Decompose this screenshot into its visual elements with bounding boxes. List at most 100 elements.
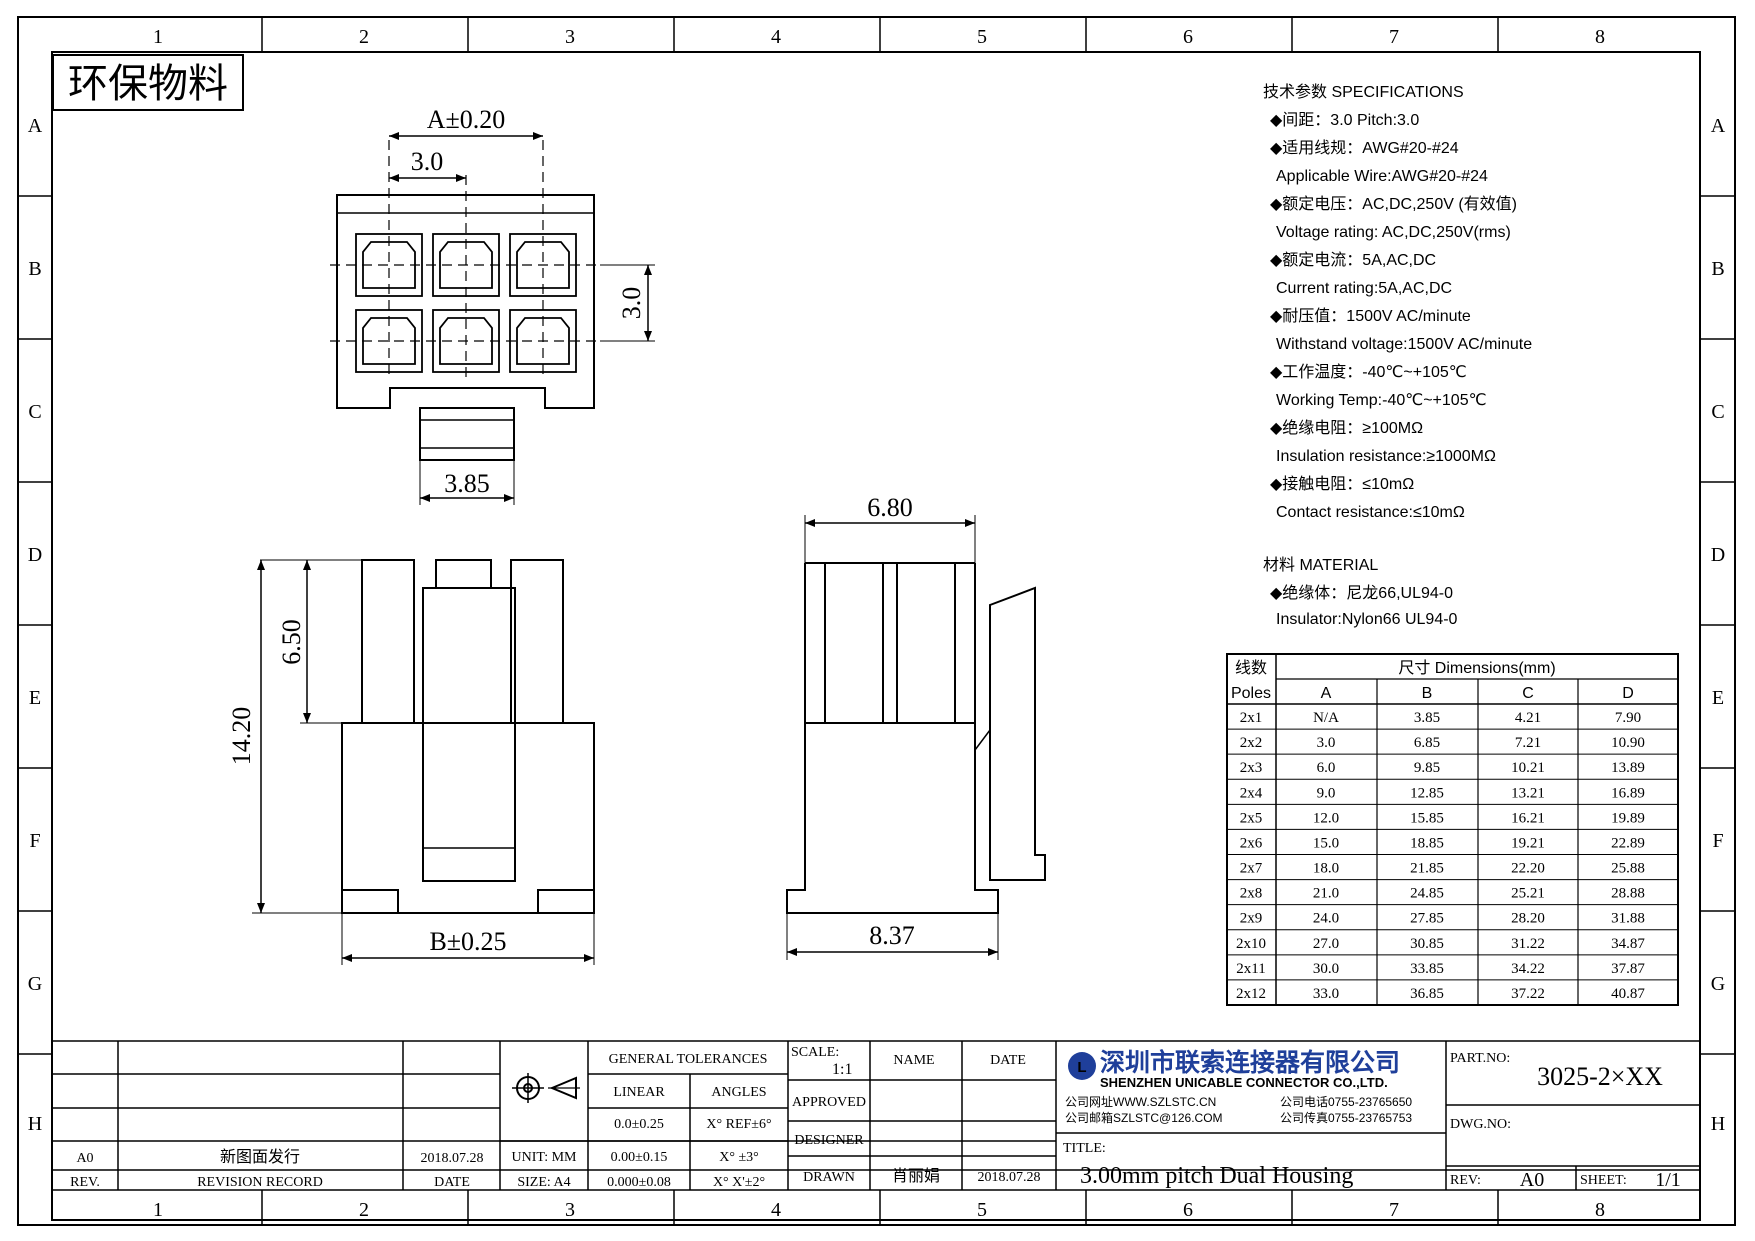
zone-row-f-left: F <box>29 830 40 852</box>
table-cell: 15.85 <box>1410 810 1444 826</box>
zone-row-a-left: A <box>28 115 43 137</box>
table-cell: 21.85 <box>1410 861 1444 877</box>
table-cell: 16.89 <box>1611 785 1645 801</box>
dim-837: 8.37 <box>869 921 915 950</box>
drawn-label: DRAWN <box>803 1170 855 1185</box>
angle-value: X° X'±2° <box>713 1175 765 1190</box>
zone-col-3-top: 3 <box>565 26 575 48</box>
table-row-poles: 2x1 <box>1240 710 1263 726</box>
zone-row-e-right: E <box>1712 687 1724 709</box>
zone-col-5-bottom: 5 <box>977 1199 987 1221</box>
spec-line: ◆绝缘电阻：≥100MΩ <box>1270 419 1423 437</box>
table-cell: 31.88 <box>1611 911 1645 927</box>
table-cell: 30.85 <box>1410 936 1444 952</box>
table-col-header-d: D <box>1622 685 1634 702</box>
spec-heading: 技术参数 SPECIFICATIONS <box>1263 83 1464 101</box>
table-cell: 7.90 <box>1615 710 1641 726</box>
rev-header-rev: REV. <box>70 1175 100 1190</box>
table-row-poles: 2x8 <box>1240 886 1263 902</box>
table-row-poles: 2x4 <box>1240 785 1263 801</box>
spec-line: Withstand voltage:1500V AC/minute <box>1276 336 1532 353</box>
spec-line: ◆额定电压：AC,DC,250V (有效值) <box>1270 195 1517 213</box>
company-fax: 公司传真0755-23765753 <box>1280 1110 1412 1125</box>
zone-row-f-right: F <box>1712 830 1723 852</box>
zone-row-h-left: H <box>28 1113 42 1135</box>
zone-row-a-right: A <box>1711 115 1726 137</box>
sheet-value: 1/1 <box>1655 1169 1681 1191</box>
table-cell: 19.89 <box>1611 810 1645 826</box>
table-cell: 16.21 <box>1511 810 1545 826</box>
table-cell: 27.85 <box>1410 911 1444 927</box>
table-row-poles: 2x10 <box>1236 936 1266 952</box>
table-cell: 18.85 <box>1410 835 1444 851</box>
rev-row-date: 2018.07.28 <box>421 1151 484 1166</box>
zone-col-8-bottom: 8 <box>1595 1199 1605 1221</box>
zone-row-e-left: E <box>29 687 41 709</box>
company-name-en: SHENZHEN UNICABLE CONNECTOR CO.,LTD. <box>1100 1075 1388 1090</box>
table-cell: 34.22 <box>1511 961 1545 977</box>
side-view-left: 6.50 14.20 B±0.25 <box>227 559 595 965</box>
table-row-poles: 2x2 <box>1240 735 1263 751</box>
spec-line: ◆工作温度：-40℃~+105℃ <box>1270 363 1467 381</box>
table-col-header-c: C <box>1522 685 1534 702</box>
table-cell: 34.87 <box>1611 936 1645 952</box>
general-tolerances: GENERAL TOLERANCES <box>609 1052 768 1067</box>
projection-symbol-icon <box>512 1073 580 1103</box>
table-group-header: 尺寸 Dimensions(mm) <box>1398 659 1555 677</box>
angle-value: X° ±3° <box>719 1150 759 1165</box>
scale-label: SCALE: <box>791 1045 839 1060</box>
table-cell: 24.85 <box>1410 886 1444 902</box>
unit-label: UNIT: MM <box>511 1150 577 1165</box>
dim-680: 6.80 <box>867 493 913 522</box>
size-label: SIZE: A4 <box>517 1175 570 1190</box>
table-row-poles: 2x7 <box>1240 861 1263 877</box>
table-row-poles: 2x5 <box>1240 810 1263 826</box>
rev-value: A0 <box>1520 1169 1544 1191</box>
zone-row-b-left: B <box>28 258 41 280</box>
table-cell: 21.0 <box>1313 886 1339 902</box>
rev-header-record: REVISION RECORD <box>197 1175 323 1190</box>
name-header: NAME <box>893 1053 934 1068</box>
zone-col-6-bottom: 6 <box>1183 1199 1193 1221</box>
scale-value: 1:1 <box>832 1061 852 1078</box>
spec-line: ◆接触电阻：≤10mΩ <box>1270 475 1414 493</box>
specifications: 技术参数 SPECIFICATIONS ◆间距：3.0 Pitch:3.0 ◆适… <box>1263 83 1532 628</box>
table-cell: 27.0 <box>1313 936 1339 952</box>
zone-col-1-top: 1 <box>153 26 163 48</box>
angles-label: ANGLES <box>711 1085 766 1100</box>
designer-label: DESIGNER <box>794 1133 864 1148</box>
table-cell: 9.85 <box>1414 760 1440 776</box>
table-cell: 37.87 <box>1611 961 1645 977</box>
table-cell: 19.21 <box>1511 835 1545 851</box>
table-cell: 7.21 <box>1515 735 1541 751</box>
table-cell: 3.85 <box>1414 710 1440 726</box>
outer-border <box>17 16 1736 1226</box>
table-cell: 22.89 <box>1611 835 1645 851</box>
table-corner-bottom: Poles <box>1231 685 1271 702</box>
rev-row-record: 新图面发行 <box>220 1148 300 1166</box>
zone-row-c-right: C <box>1711 401 1724 423</box>
zone-col-2-top: 2 <box>359 26 369 48</box>
front-view: A±0.20 3.0 3.0 3.85 <box>330 105 655 505</box>
table-cell: 24.0 <box>1313 911 1339 927</box>
zone-col-7-top: 7 <box>1389 26 1399 48</box>
zone-row-g-right: G <box>1711 973 1725 995</box>
spec-line: ◆间距：3.0 Pitch:3.0 <box>1270 111 1419 129</box>
table-cell: 33.85 <box>1410 961 1444 977</box>
linear-value: 0.00±0.15 <box>611 1150 668 1165</box>
table-cell: 25.21 <box>1511 886 1545 902</box>
spec-line: Voltage rating: AC,DC,250V(rms) <box>1276 224 1511 241</box>
eco-stamp-box <box>52 54 244 111</box>
table-cell: 10.90 <box>1611 735 1645 751</box>
table-cell: 31.22 <box>1511 936 1545 952</box>
company-phone: 公司电话0755-23765650 <box>1280 1095 1412 1109</box>
title-block-grid <box>52 1040 1700 1190</box>
table-cell: 15.0 <box>1313 835 1339 851</box>
table-cell: 13.21 <box>1511 785 1545 801</box>
part-no: 3025-2×XX <box>1537 1062 1663 1091</box>
spec-line: Contact resistance:≤10mΩ <box>1276 504 1465 521</box>
drawn-name: 肖丽娟 <box>892 1167 940 1185</box>
table-cell: 13.89 <box>1611 760 1645 776</box>
